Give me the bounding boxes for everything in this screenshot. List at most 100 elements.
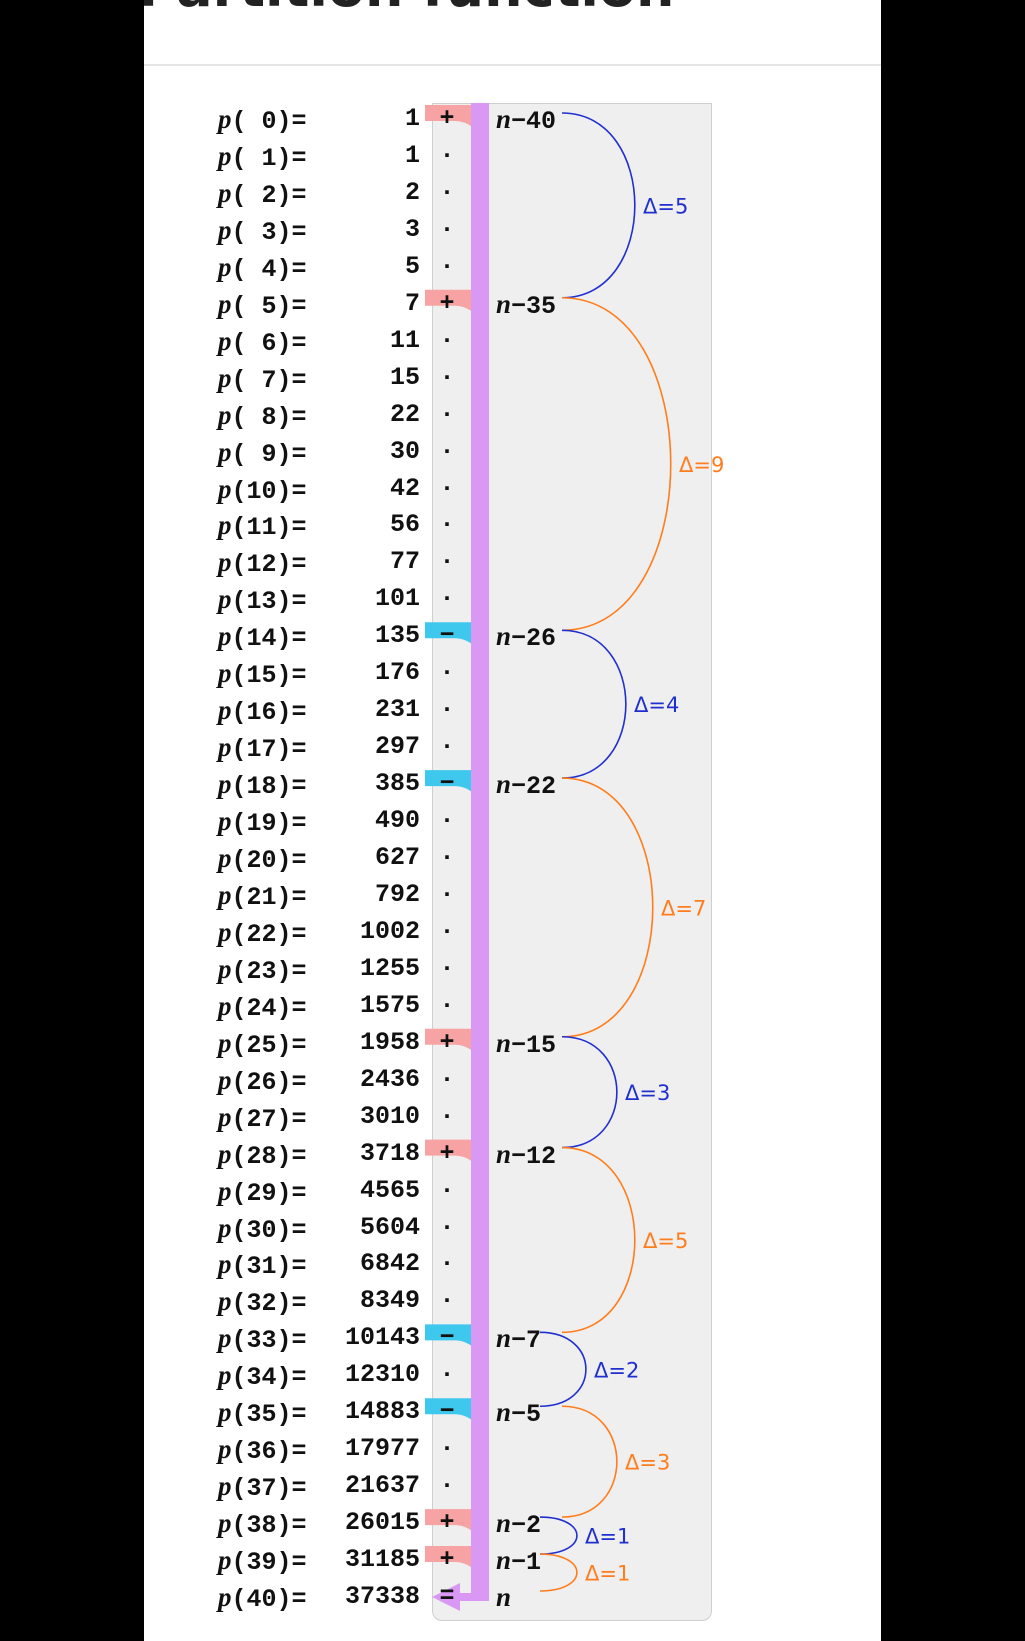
partition-value: 7 (404, 288, 420, 318)
n-symbol: n (496, 621, 512, 652)
n-symbol: n (496, 1138, 512, 1169)
partition-value: 297 (374, 732, 420, 762)
sign-symbol: + (439, 288, 455, 318)
p-symbol: p (218, 1212, 232, 1243)
sign-symbol: · (439, 916, 455, 946)
table-row: p(15)=176· (0, 655, 1025, 691)
sign-symbol: − (439, 1323, 455, 1353)
index-offset: n−7 (496, 1323, 542, 1356)
table-row: p(35)=14883−n−5 (0, 1394, 1025, 1430)
partition-value: 77 (389, 547, 420, 577)
partition-value: 6842 (359, 1249, 420, 1279)
table-row: p(11)=56· (0, 507, 1025, 543)
partition-label: p(32)= (218, 1286, 307, 1319)
p-symbol: p (218, 584, 232, 615)
partition-value: 56 (389, 510, 420, 540)
delta-label: Δ=3 (625, 1451, 670, 1475)
p-symbol: p (218, 1064, 232, 1095)
partition-value: 21637 (344, 1471, 420, 1501)
sign-tab (425, 1509, 482, 1542)
table-row: p(21)=792· (0, 877, 1025, 913)
table-row: p(40)=37338=n (0, 1579, 1025, 1615)
index-offset: n−2 (496, 1508, 542, 1541)
partition-label: p( 1)= (218, 140, 307, 173)
partition-label: p(34)= (218, 1360, 307, 1393)
sign-tab (425, 289, 482, 322)
sign-tab (425, 770, 482, 803)
heading-clip: Partition function (144, 0, 881, 14)
p-symbol: p (218, 1249, 232, 1280)
partition-label: p(25)= (218, 1027, 307, 1060)
p-symbol: p (218, 732, 232, 763)
delta-arc (561, 629, 627, 779)
table-row: p(13)=101· (0, 581, 1025, 617)
table-row: p( 9)=30· (0, 434, 1025, 470)
table-row: p(29)=4565· (0, 1173, 1025, 1209)
delta-label: Δ=5 (643, 194, 688, 218)
sign-symbol: + (439, 104, 455, 133)
partition-label: p(18)= (218, 769, 307, 802)
sign-symbol: + (439, 1508, 455, 1538)
partition-value: 1958 (359, 1027, 420, 1057)
delta-label: Δ=7 (661, 896, 706, 920)
p-symbol: p (218, 1138, 232, 1169)
partition-value: 627 (374, 843, 420, 872)
p-symbol: p (218, 104, 232, 134)
sign-symbol: − (439, 621, 455, 651)
page-heading: Partition function (144, 0, 674, 14)
index-offset: n−22 (496, 769, 557, 802)
sign-symbol: · (439, 658, 455, 688)
table-row: p(33)=10143−n−7 (0, 1320, 1025, 1356)
sign-symbol: · (439, 1286, 455, 1316)
n-symbol: n (496, 1508, 512, 1539)
partition-label: p( 0)= (218, 104, 307, 136)
partition-value: 11 (389, 325, 420, 355)
sign-symbol: · (439, 1360, 455, 1390)
delta-arc (561, 1035, 618, 1149)
sign-symbol: · (439, 510, 455, 540)
p-symbol: p (218, 1545, 232, 1576)
partition-label: p( 8)= (218, 399, 307, 432)
table-row: p(38)=26015+n−2 (0, 1505, 1025, 1541)
sign-symbol: · (439, 990, 455, 1020)
partition-label: p(26)= (218, 1064, 307, 1097)
p-symbol: p (218, 695, 232, 726)
n-symbol: n (496, 288, 512, 319)
partition-value: 42 (389, 473, 420, 503)
sign-symbol: · (439, 584, 455, 614)
delta-arc (561, 112, 636, 299)
sign-symbol: · (439, 1101, 455, 1131)
n-symbol: n (496, 104, 512, 134)
p-symbol: p (218, 140, 232, 171)
partition-label: p( 2)= (218, 177, 307, 210)
table-row: p( 1)=1· (0, 138, 1025, 174)
sign-symbol: · (439, 214, 455, 244)
partition-value: 37338 (344, 1582, 420, 1611)
partition-value: 15 (389, 362, 420, 392)
arrow-head (432, 1583, 489, 1611)
partition-value: 176 (374, 658, 420, 688)
sign-tab (425, 1028, 482, 1061)
p-symbol: p (218, 1582, 232, 1612)
p-symbol: p (218, 325, 232, 356)
p-symbol: p (218, 1471, 232, 1502)
p-symbol: p (218, 621, 232, 652)
n-symbol: n (496, 1545, 512, 1576)
sign-tab (425, 105, 482, 137)
partition-value: 3010 (359, 1101, 420, 1131)
sign-symbol: · (439, 473, 455, 503)
index-offset: n−15 (496, 1027, 557, 1060)
sign-symbol: · (439, 695, 455, 725)
sign-symbol: · (439, 177, 455, 207)
sign-symbol: + (439, 1027, 455, 1057)
p-symbol: p (218, 843, 232, 873)
partition-label: p( 5)= (218, 288, 307, 321)
table-row: p(24)=1575· (0, 988, 1025, 1024)
p-symbol: p (218, 1286, 232, 1317)
delta-arc (539, 1331, 587, 1408)
partition-label: p(40)= (218, 1582, 307, 1614)
sign-tab (425, 622, 482, 655)
partition-label: p( 6)= (218, 325, 307, 358)
partition-label: p(16)= (218, 695, 307, 728)
partition-label: p(27)= (218, 1101, 307, 1134)
